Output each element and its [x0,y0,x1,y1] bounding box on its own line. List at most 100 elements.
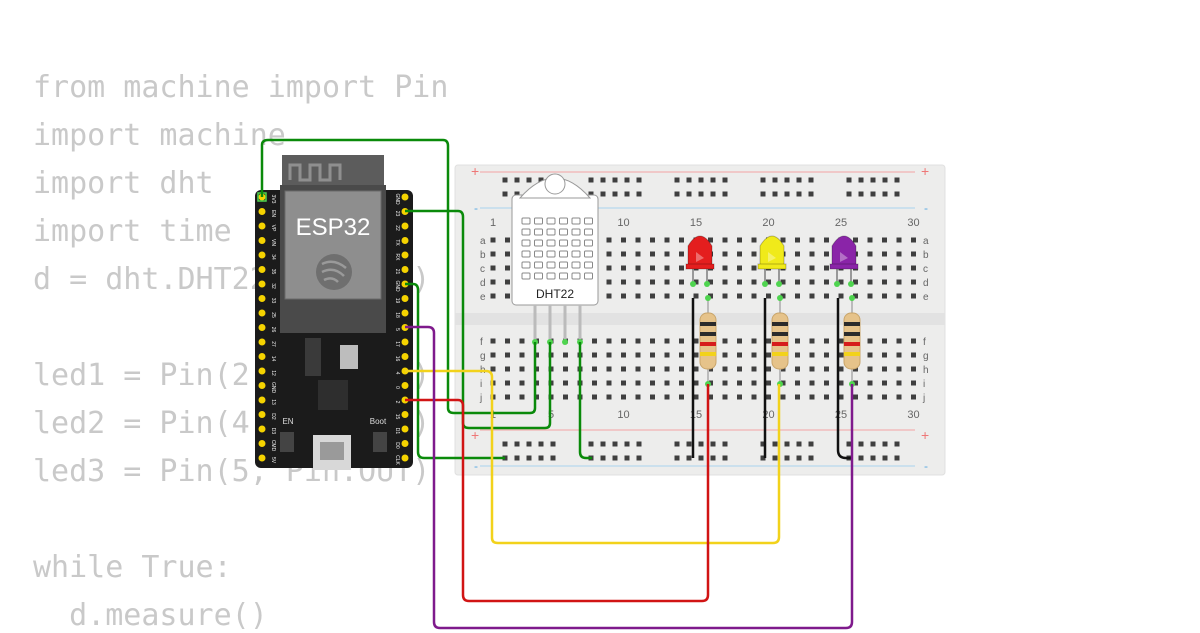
row-letter: j [922,393,925,404]
green-wire-gnd [405,209,552,430]
pin-label: 5V [270,457,276,464]
row-letter: f [923,337,926,348]
column-number: 20 [762,217,774,229]
pin-label: VP [270,225,276,232]
pin-label: 12 [270,370,276,376]
pin-label: EN [270,210,276,217]
row-letter: g [480,351,486,362]
pin-label: D2 [270,413,276,420]
pin-label: 33 [270,298,276,304]
row-letter: g [923,351,929,362]
red-wire [405,384,710,603]
code-line: while True: [33,550,232,585]
pin-label: CLK [394,455,400,465]
pin-label: 2 [394,401,400,404]
rail-minus-top-right: - [924,201,928,215]
column-number: 30 [907,409,919,421]
row-letter: i [923,379,925,390]
pin-label: GND [270,382,276,394]
pin-label: 16 [394,356,400,362]
rail-minus-top-left: - [474,201,478,215]
yellow-led [757,235,787,287]
pin-label: CMD [270,440,276,452]
pin-label: GND [394,193,400,205]
row-letter: e [480,292,486,303]
code-line: import dht [33,166,214,201]
rail-plus-bottom-left: + [471,427,479,443]
purple-wire [405,325,854,630]
row-letter: d [480,278,486,289]
pin-label: 26 [270,327,276,333]
code-line: import machine [33,118,286,153]
pin-label: 15 [394,414,400,420]
pin-label: D0 [394,442,400,449]
pin-label: TX [394,239,400,246]
column-number: 15 [690,217,702,229]
column-number: 30 [907,217,919,229]
pin-label: 23 [394,211,400,217]
pin-label: 32 [270,283,276,289]
pin-label: 5 [394,328,400,331]
dht22-sensor: DHT22 [511,173,599,342]
purple-led [829,235,859,287]
green-wire-bus [578,342,592,460]
leds [532,235,859,345]
pin-label: 3V3 [270,195,276,204]
row-letter: b [923,250,929,261]
row-letter: a [480,236,486,247]
row-letter: d [923,278,929,289]
pin-label: 27 [270,341,276,347]
row-letter: f [480,337,483,348]
pin-label: 4 [394,372,400,375]
red-led [685,235,715,287]
pin-label: 13 [270,399,276,405]
esp32-label: ESP32 [296,214,371,241]
column-number: 1 [490,217,496,229]
code-line: import time [33,214,232,249]
pin-label: 25 [270,312,276,318]
code-line: from machine import Pin [33,70,449,105]
column-number: 15 [690,409,702,421]
pin-label: D3 [270,428,276,435]
pin-label: 34 [270,254,276,260]
pin-label: 0 [394,386,400,389]
row-letter: b [480,250,486,261]
code-line: d.measure() [33,598,268,633]
yellow-wire [405,369,781,545]
en-button-label: EN [282,417,293,426]
pin-label: 17 [394,341,400,347]
rail-plus-top-left: + [471,163,479,179]
pin-label: 35 [270,269,276,275]
pin-label: 22 [394,225,400,231]
rail-minus-bottom-left: - [474,459,478,473]
pin-label: 18 [394,312,400,318]
resistors [699,295,861,387]
rail-plus-bottom-right: + [921,427,929,443]
row-letter: e [923,292,929,303]
row-letter: c [923,264,928,275]
rail-minus-bottom-right: - [924,459,928,473]
row-letter: h [923,365,929,376]
column-number: 10 [617,217,629,229]
signal-wires [260,138,854,630]
pin-label: D1 [394,428,400,435]
row-letter: i [480,379,482,390]
pin-label: GND [394,280,400,292]
pin-label: 14 [270,356,276,362]
row-letter: j [479,393,482,404]
row-letter: c [480,264,485,275]
pin-label: VN [270,239,276,246]
column-number: 10 [617,409,629,421]
dht22-label: DHT22 [536,287,574,301]
pin-label: 21 [394,269,400,275]
column-number: 25 [835,217,847,229]
boot-button-label: Boot [370,417,387,426]
esp32-board: ESP32 EN Boot 3V3ENVPVN34353233252627141… [255,155,413,470]
row-letter: a [923,236,929,247]
column-number: 25 [835,409,847,421]
rail-plus-top-right: + [921,163,929,179]
pin-label: RX [394,254,400,262]
green-wire-3v3 [260,138,537,415]
pin-label: 19 [394,298,400,304]
